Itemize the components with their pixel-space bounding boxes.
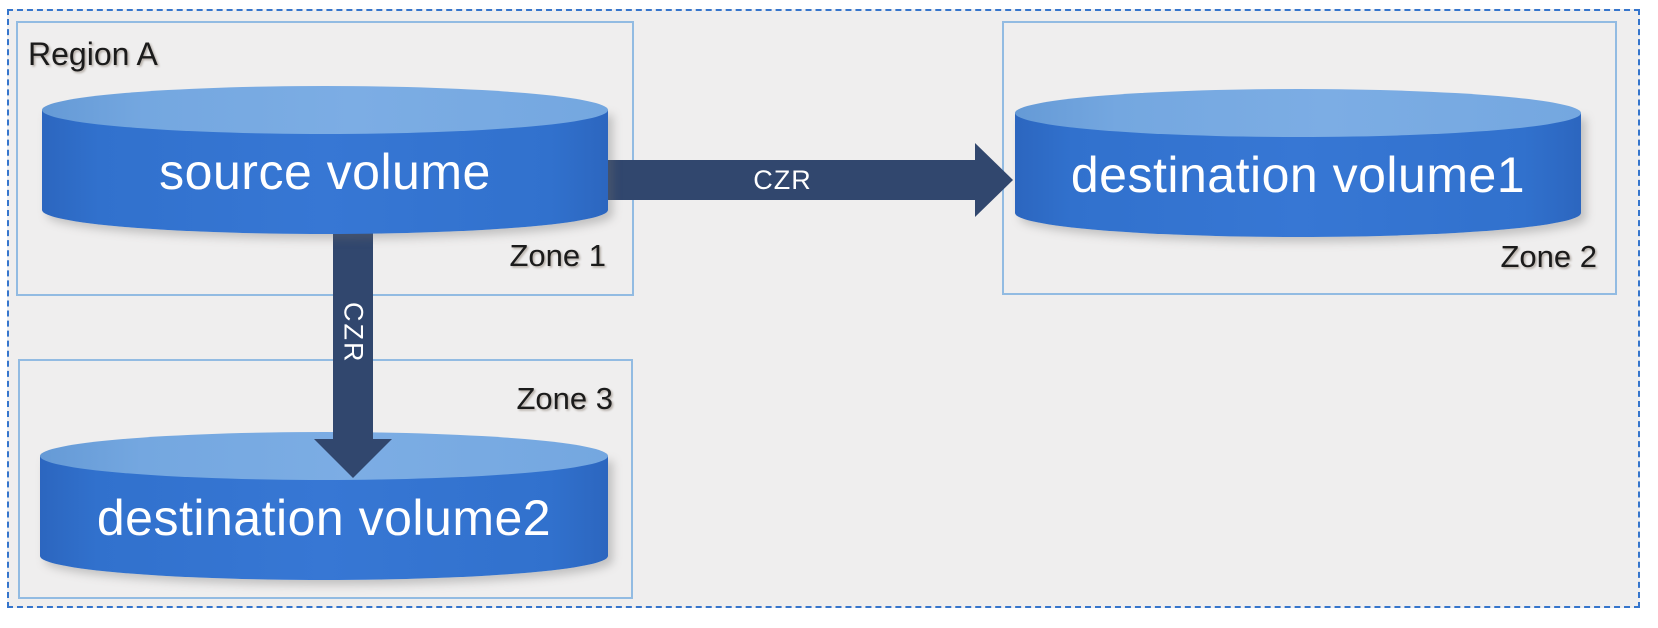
arrowhead-right-icon	[975, 143, 1013, 217]
zone-2-label: Zone 2	[1500, 239, 1597, 274]
czr-arrow-vertical: CZR	[333, 226, 373, 439]
zone-3-label: Zone 3	[516, 381, 613, 416]
zone-1-box: Zone 1	[16, 21, 634, 296]
czr-arrow-horizontal: CZR	[590, 160, 975, 200]
region-label: Region A	[28, 36, 158, 72]
destination-volume1-cylinder: destination volume1	[1015, 89, 1581, 237]
czr-arrow-vertical-label: CZR	[338, 301, 369, 364]
zone-1-label: Zone 1	[509, 238, 606, 273]
zone-3-box: Zone 3	[18, 359, 633, 599]
cylinder-body: source volume	[42, 110, 608, 234]
destination-volume2-label: destination volume2	[96, 490, 552, 546]
czr-arrow-horizontal-label: CZR	[753, 164, 812, 195]
arrowhead-down-icon	[314, 439, 392, 478]
source-volume-label: source volume	[159, 144, 491, 200]
cylinder-top-face	[1015, 89, 1581, 137]
destination-volume1-label: destination volume1	[1070, 147, 1526, 203]
cylinder-top-face	[42, 86, 608, 134]
source-volume-cylinder: source volume	[42, 86, 608, 234]
